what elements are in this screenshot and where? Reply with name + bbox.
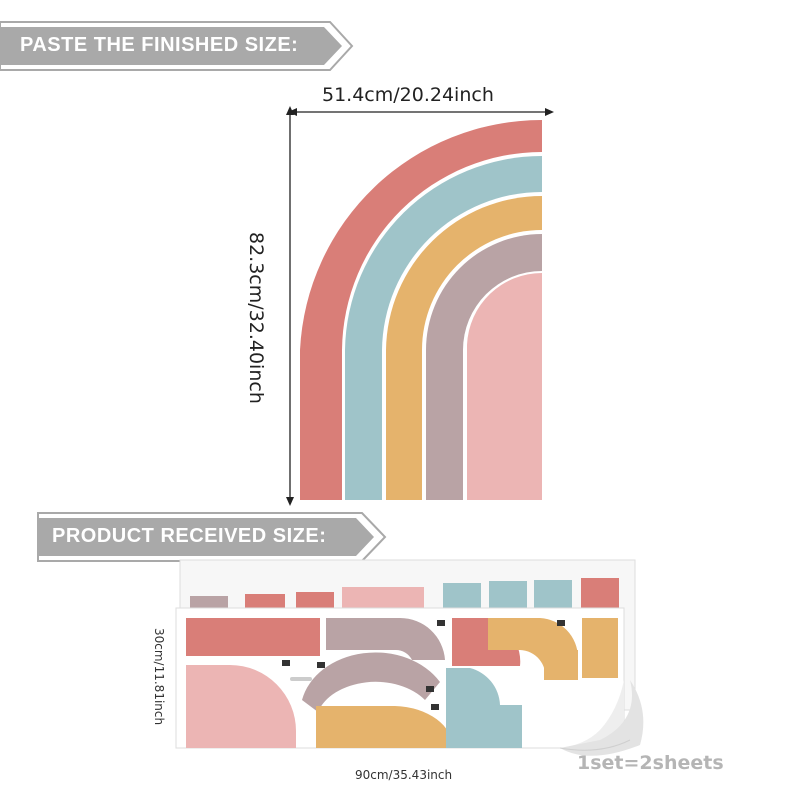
- received-height-label: 30cm/11.81inch: [152, 628, 166, 726]
- rainbow-band-pink: [467, 272, 542, 500]
- received-width-label: 90cm/35.43inch: [355, 768, 453, 782]
- received-size-title: PRODUCT RECEIVED SIZE:: [52, 525, 327, 547]
- set-note: 1set=2sheets: [577, 752, 724, 774]
- finished-width-label: 51.4cm/20.24inch: [322, 84, 494, 106]
- received-size-banner: [37, 512, 387, 562]
- height-double-arrow-icon: [286, 106, 294, 506]
- finished-size-title: PASTE THE FINISHED SIZE:: [20, 34, 299, 56]
- peeling-corner: [559, 680, 644, 756]
- finished-size-banner: [0, 21, 354, 71]
- front-sticker-sheet: [175, 607, 625, 749]
